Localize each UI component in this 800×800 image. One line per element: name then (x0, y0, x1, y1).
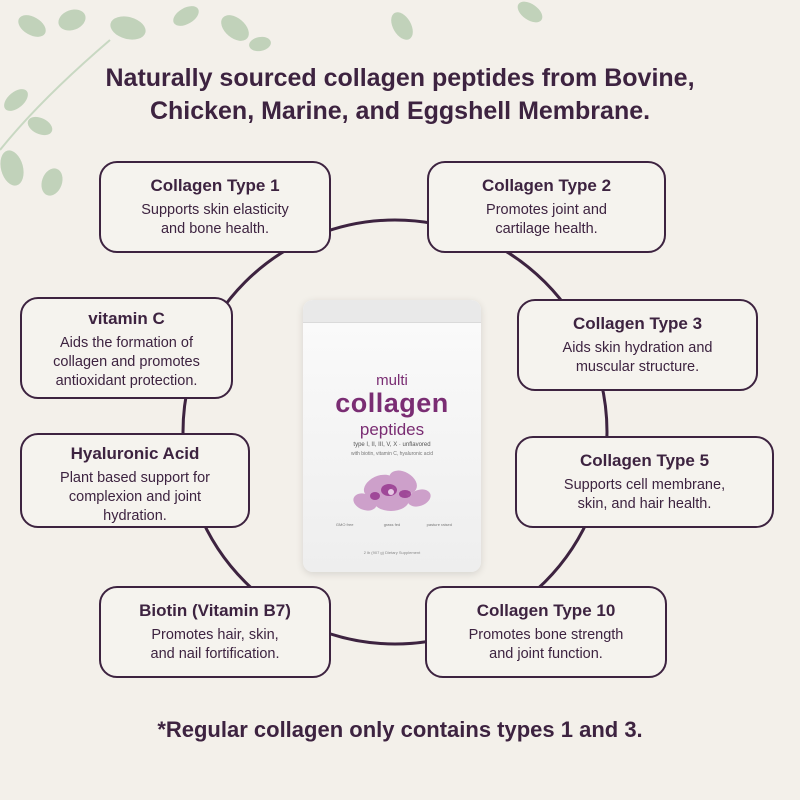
ring-circle (181, 218, 609, 646)
headline-line-1: Naturally sourced collagen peptides from… (105, 64, 695, 92)
leaf-shape (221, 15, 249, 41)
card-description: Promotes hair, skin, and nail fortificat… (150, 627, 280, 662)
leaf-shape (0, 150, 24, 186)
leaf-shape (110, 16, 146, 40)
card-title: Collagen Type 2 (481, 176, 612, 195)
footnote: *Regular collagen only contains types 1 … (157, 717, 643, 742)
badge-grass-fed: grass fed (383, 522, 401, 527)
leaf-decoration (0, 1, 543, 196)
card-description: Promotes bone strength and joint functio… (468, 627, 624, 662)
leaf-shape (173, 6, 199, 26)
product-subline: type I, II, III, V, X · unflavored (353, 442, 431, 448)
card-collagen-type-10: Collagen Type 10 Promotes bone strength … (425, 586, 667, 678)
card-title: Hyaluronic Acid (70, 444, 200, 463)
card-title: Collagen Type 5 (579, 451, 710, 470)
card-hyaluronic-acid: Hyaluronic Acid Plant based support for … (20, 433, 250, 528)
card-collagen-type-1: Collagen Type 1 Supports skin elasticity… (99, 161, 331, 253)
card-vitamin-c: vitamin C Aids the formation of collagen… (20, 297, 233, 399)
flower-illustration (353, 470, 431, 511)
leaf-stem (0, 39, 111, 151)
card-description: Aids the formation of collagen and promo… (53, 335, 200, 389)
headline: Naturally sourced collagen peptides from… (0, 62, 800, 128)
card-title: Collagen Type 3 (572, 314, 703, 333)
product-pouch: multi collagen peptides type I, II, III,… (303, 300, 481, 572)
card-description: Supports skin elasticity and bone health… (141, 202, 289, 237)
pouch-seal (303, 300, 481, 323)
card-title: Collagen Type 10 (476, 601, 616, 620)
leaf-shape (41, 168, 63, 196)
card-title: Biotin (Vitamin B7) (139, 601, 291, 620)
product-line-multi: multi (376, 372, 408, 389)
product-net-weight: 2 lb (907 g) Dietary Supplement (363, 550, 421, 555)
leaf-shape (4, 89, 28, 111)
leaf-shape (249, 36, 271, 52)
card-description: Aids skin hydration and muscular structu… (562, 340, 713, 375)
card-title: vitamin C (88, 309, 165, 328)
card-description: Plant based support for complexion and j… (60, 470, 210, 524)
product-line-collagen: collagen (335, 388, 449, 418)
card-collagen-type-5: Collagen Type 5 Supports cell membrane, … (515, 436, 774, 528)
product-line-peptides: peptides (359, 420, 425, 439)
badge-pasture-raised: pasture raised (426, 522, 452, 527)
product-ingredients: with biotin, vitamin C, hyaluronic acid (351, 451, 433, 457)
product-badges: GMO free grass fed pasture raised (321, 522, 463, 527)
card-description: Promotes joint and cartilage health. (486, 202, 607, 237)
card-collagen-type-3: Collagen Type 3 Aids skin hydration and … (517, 299, 758, 391)
leaf-shape (517, 1, 543, 23)
card-title: Collagen Type 1 (150, 176, 280, 195)
card-biotin: Biotin (Vitamin B7) Promotes hair, skin,… (99, 586, 331, 678)
leaf-shape (27, 116, 53, 136)
leaf-shape (391, 12, 413, 40)
leaf-shape (58, 9, 86, 31)
headline-line-2: Chicken, Marine, and Eggshell Membrane. (149, 97, 651, 125)
leaf-shape (18, 15, 46, 37)
badge-gmo-free: GMO free (335, 522, 354, 527)
card-collagen-type-2: Collagen Type 2 Promotes joint and carti… (427, 161, 666, 253)
card-description: Supports cell membrane, skin, and hair h… (563, 477, 726, 512)
